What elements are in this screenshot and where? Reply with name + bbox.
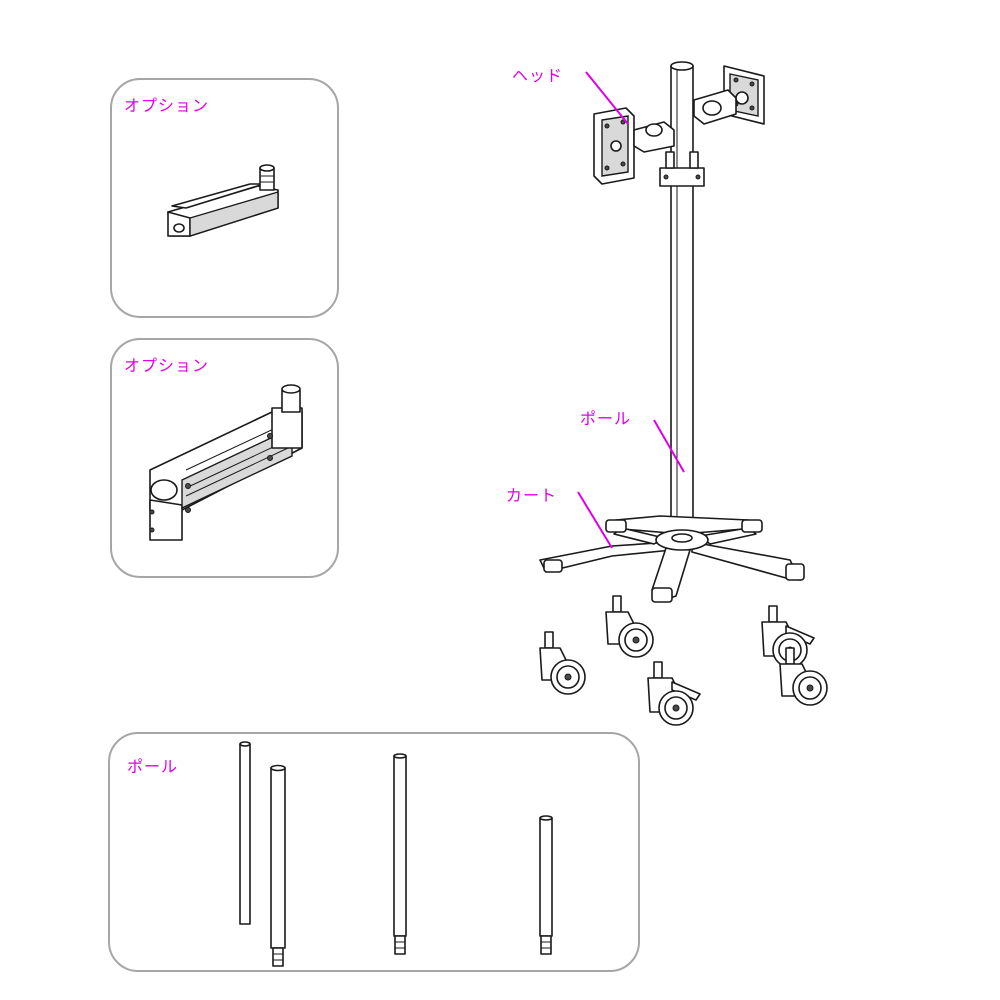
option-top-label: オプション — [124, 96, 210, 115]
main-pole — [670, 61, 694, 537]
pole-panel-label: ポール — [127, 757, 179, 776]
cart-callout-line — [577, 491, 613, 549]
pole-callout-line — [653, 419, 685, 473]
pole-callout-label: ポール — [580, 409, 632, 428]
head-callout-label: ヘッド — [512, 66, 564, 85]
right-head-mount — [693, 65, 765, 125]
cart-base — [539, 515, 805, 603]
option-middle-label: オプション — [124, 356, 210, 375]
cart-callout-label: カート — [506, 486, 558, 505]
left-head-mount — [593, 107, 675, 185]
pole-collar-clamp — [659, 151, 705, 187]
caster-wheels — [539, 595, 828, 726]
pole-variants-panel — [108, 732, 640, 972]
head-callout-line — [585, 71, 629, 125]
